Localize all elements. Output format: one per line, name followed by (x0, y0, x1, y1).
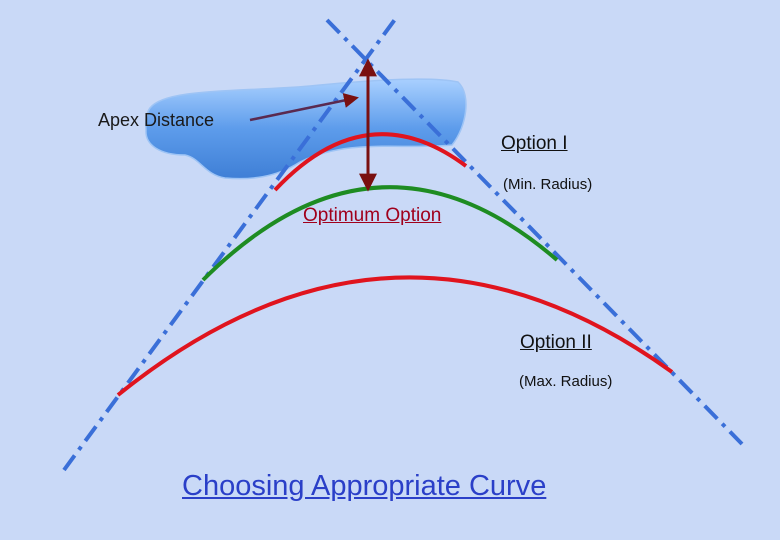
option-2-label: Option II (520, 332, 592, 353)
obstacle-blob (145, 78, 467, 180)
apex-label-pointer (249, 93, 359, 122)
apex-distance-label: Apex Distance (98, 110, 215, 130)
tangent-line-right (325, 18, 744, 446)
tangent-line-left (62, 16, 398, 472)
curve-option-2-max-radius (116, 275, 674, 397)
option-1-label: Option I (501, 133, 568, 154)
optimum-option-label: Optimum Option (303, 205, 442, 226)
option-2-subtitle: (Max. Radius) (519, 373, 613, 390)
diagram-title: Choosing Appropriate Curve (182, 470, 547, 502)
option-1-subtitle: (Min. Radius) (503, 176, 593, 193)
curve-optimum (201, 185, 559, 282)
